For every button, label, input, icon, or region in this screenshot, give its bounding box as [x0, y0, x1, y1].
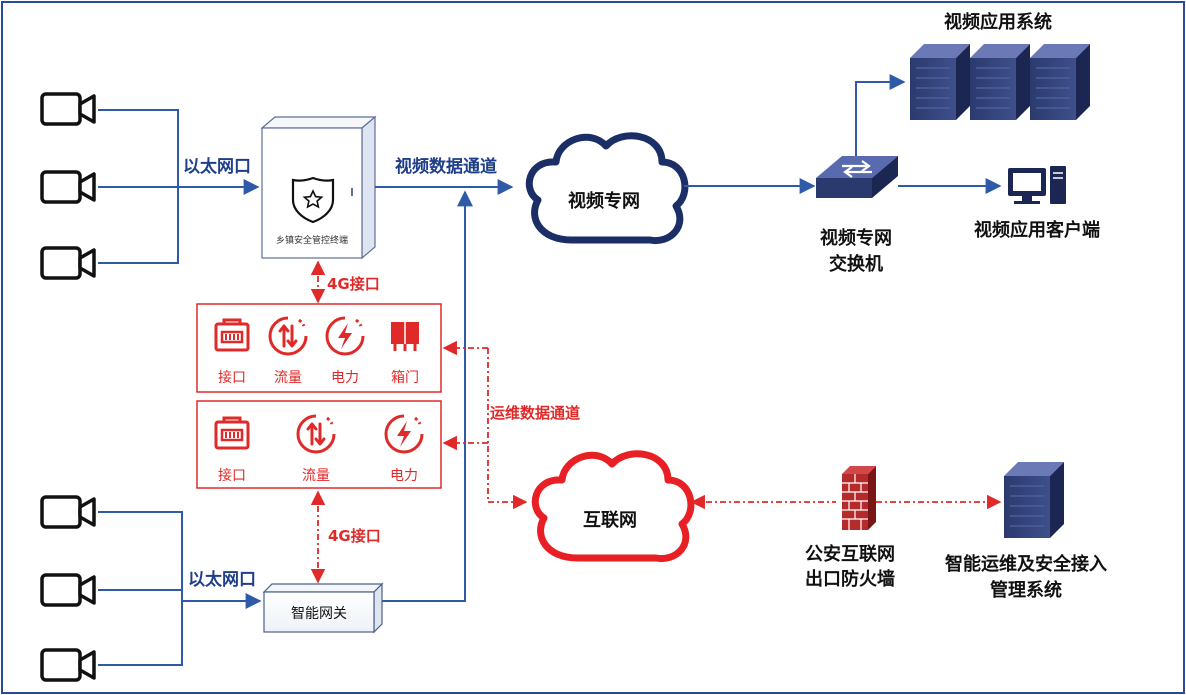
smart-gateway: 智能网关	[262, 582, 384, 634]
gateway-uplink	[382, 190, 473, 602]
panel-bottom-label: 电力	[390, 468, 418, 484]
switch-label-2: 交换机	[829, 253, 883, 275]
video-channel-label: 视频数据通道	[395, 156, 497, 177]
panel-bottom-label: 流量	[302, 468, 330, 484]
ops-system-label-1: 智能运维及安全接入	[945, 553, 1107, 575]
ops-channel-label: 运维数据通道	[490, 404, 580, 422]
panel-top-label: 箱门	[391, 370, 419, 386]
ethernet-label-top: 以太网口	[183, 156, 251, 177]
server-icon	[1030, 44, 1090, 120]
camera-icon	[40, 92, 96, 126]
server-rack-group	[910, 44, 1090, 120]
camera-icon	[40, 170, 96, 204]
switch-label-1: 视频专网	[820, 227, 892, 249]
client-computer	[1008, 166, 1066, 204]
internet-label: 互联网	[583, 510, 637, 531]
ethernet-bus-bottom	[98, 511, 262, 666]
terminal-label: 乡镇安全管控终端	[276, 234, 348, 246]
star-icon	[302, 189, 324, 209]
server-icon	[910, 44, 970, 120]
monitor-panel-bottom: 接口 流量 电力	[196, 400, 442, 489]
internet-cloud: 互联网	[531, 450, 695, 563]
4g-label-bottom: 4G接口	[328, 527, 381, 545]
camera-icon	[40, 573, 96, 607]
video-network-cloud: 视频专网	[525, 132, 689, 245]
gateway-label: 智能网关	[291, 606, 347, 622]
server-icon	[970, 44, 1030, 120]
pc-tower-icon	[1050, 166, 1066, 204]
ops-system-label-2: 管理系统	[990, 579, 1062, 601]
server-icon	[1004, 462, 1064, 538]
panel-bottom-label: 接口	[218, 467, 246, 484]
video-network-label: 视频专网	[568, 190, 640, 212]
firewall-icon	[842, 466, 876, 530]
monitor-panel-top: 接口 流量 电力 箱门	[196, 303, 442, 393]
video-app-client-label: 视频应用客户端	[974, 219, 1100, 241]
shield-icon	[291, 176, 335, 224]
video-app-system-label: 视频应用系统	[944, 11, 1052, 33]
panel-top-label: 流量	[274, 370, 302, 386]
switch-arrows-icon	[842, 160, 871, 172]
ethernet-bus-top	[98, 109, 260, 264]
switch-to-servers	[855, 74, 906, 156]
camera-icon	[40, 495, 96, 529]
firewall-label-2: 出口防火墙	[805, 568, 895, 590]
4g-label-top: 4G接口	[327, 275, 380, 293]
terminal-cabinet: 乡镇安全管控终端	[260, 115, 377, 260]
ops-channel-lines	[442, 340, 528, 510]
firewall-label-1: 公安互联网	[805, 543, 895, 565]
ethernet-label-bottom: 以太网口	[188, 569, 256, 590]
camera-icon	[40, 648, 96, 682]
panel-top-label: 电力	[331, 370, 359, 386]
cabinet-door-icon	[389, 320, 421, 352]
camera-icon	[40, 246, 96, 280]
panel-top-label: 接口	[218, 369, 246, 386]
video-switch: 视频专网 交换机	[816, 156, 898, 275]
